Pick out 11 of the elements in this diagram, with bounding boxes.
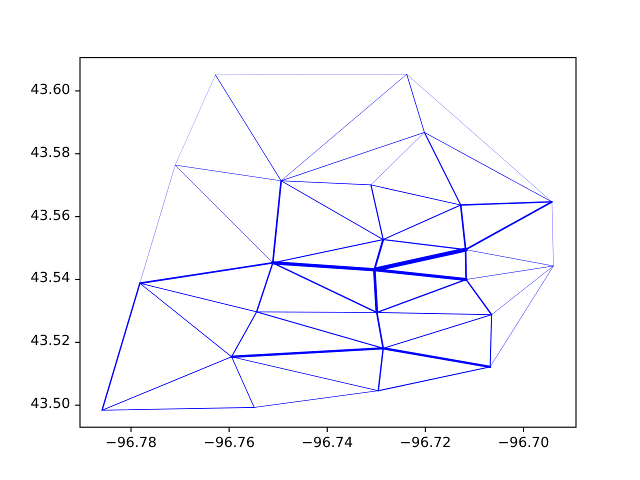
x-tick-label: −96.76 [203,436,255,451]
y-tick-label: 43.54 [30,272,70,286]
y-tick-label: 43.56 [30,210,70,224]
y-tick-label: 43.52 [30,335,70,350]
y-tick-label: 43.58 [30,146,70,161]
x-tick-label: −96.72 [400,436,452,451]
x-tick-label: −96.70 [498,436,550,451]
x-tick-label: −96.78 [105,436,157,451]
x-tick-label: −96.74 [302,436,353,451]
y-tick-label: 43.50 [30,398,70,412]
y-tick-label: 43.60 [30,84,70,98]
